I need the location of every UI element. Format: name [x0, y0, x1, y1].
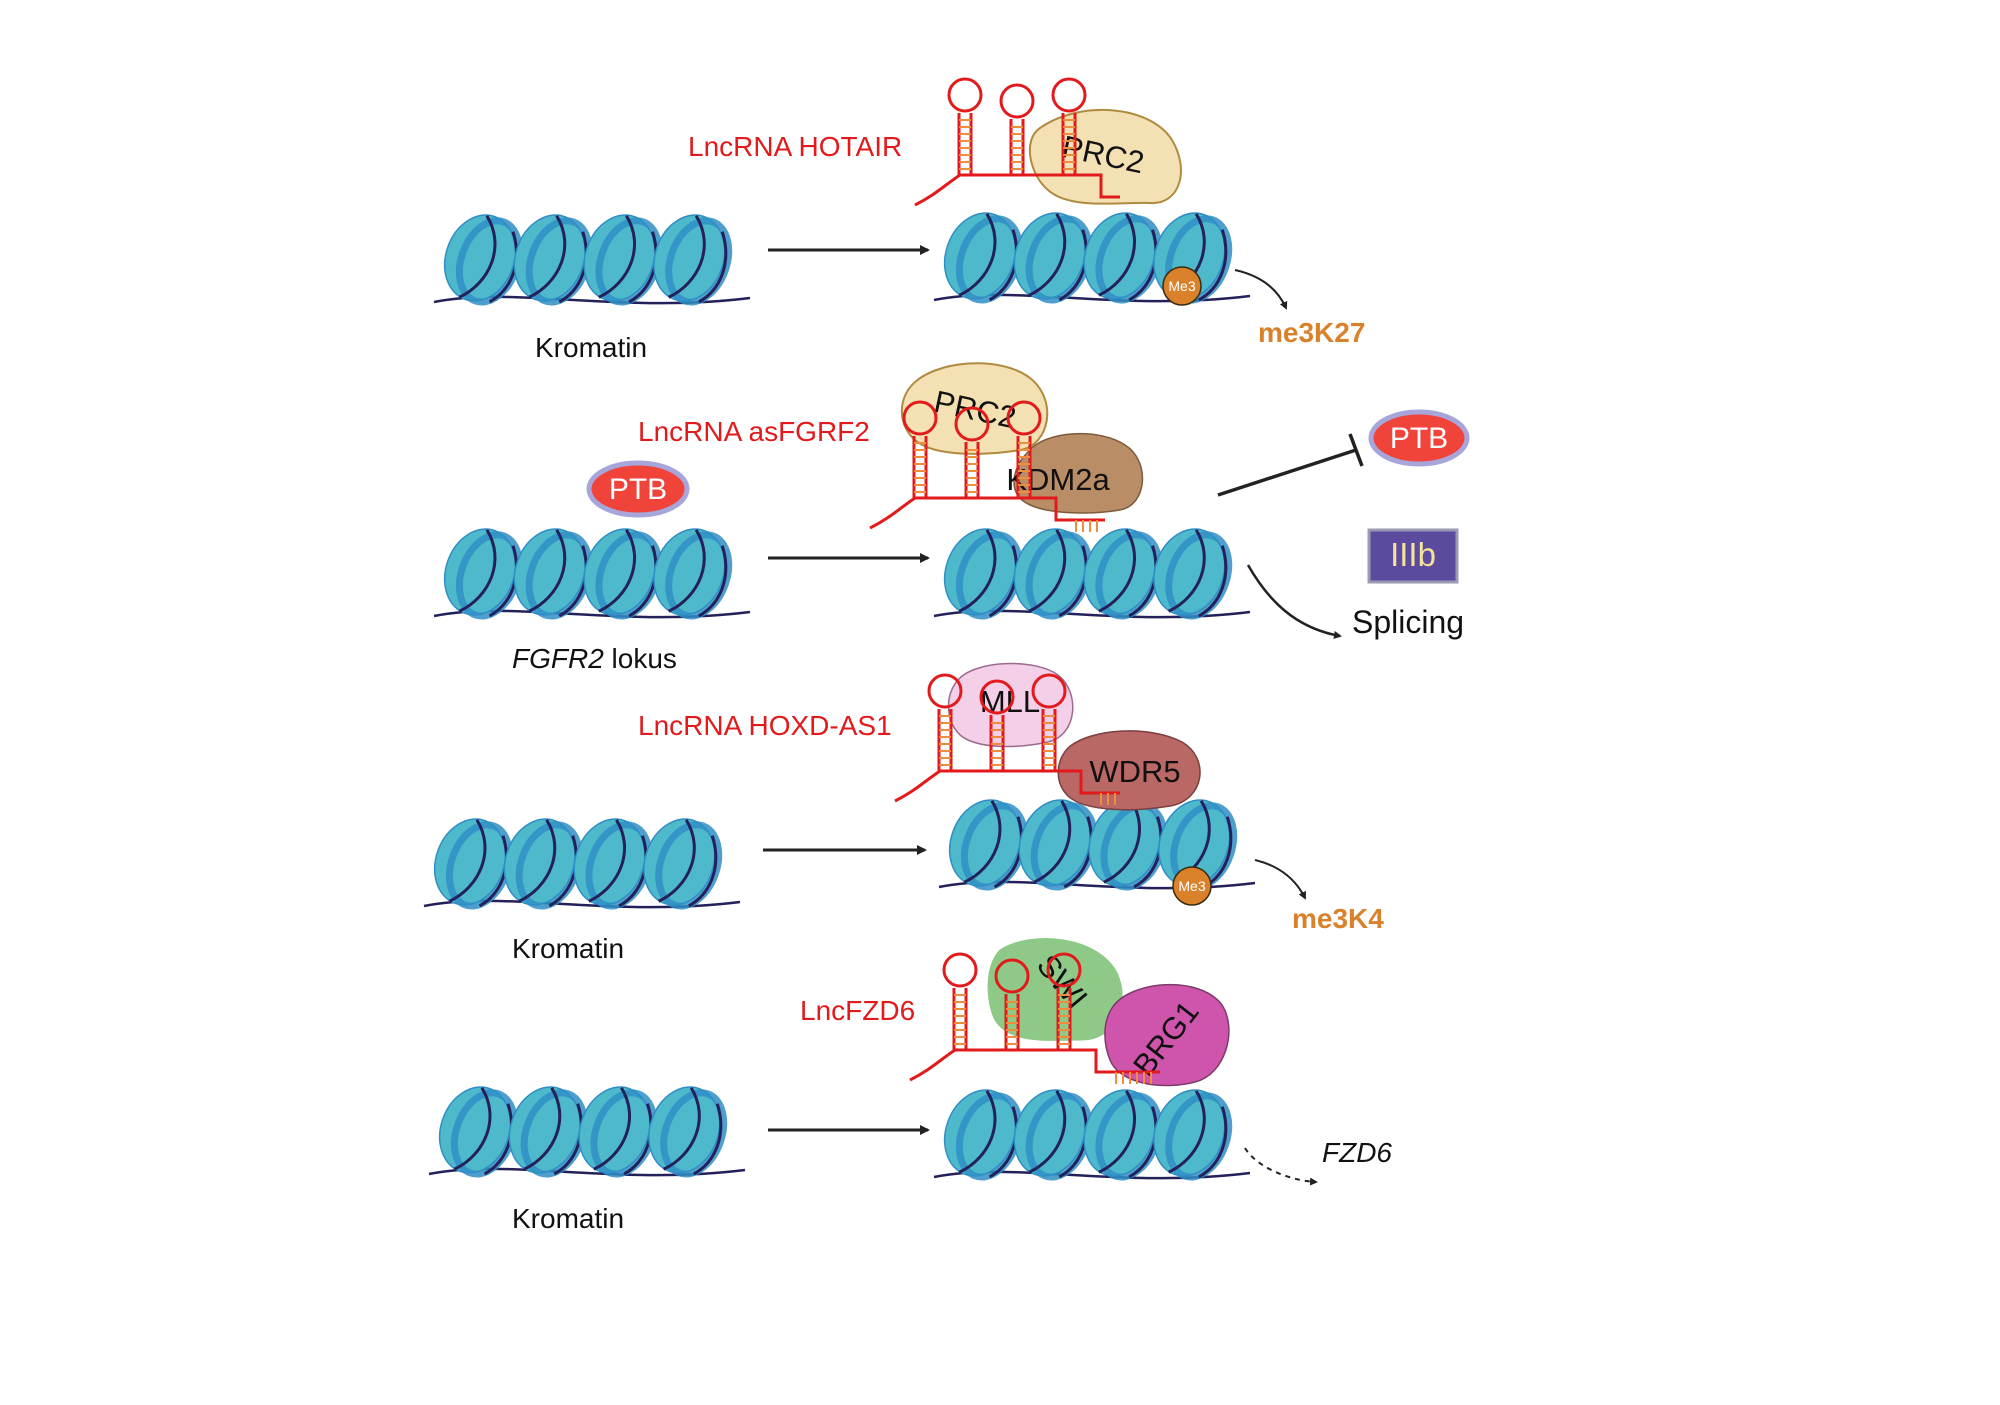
swi-protein: SWI [987, 938, 1123, 1041]
exon-iiib-box [1367, 528, 1459, 584]
nucleosome-icon [943, 528, 1023, 620]
lncrna-hoxd-as1-label: LncRNA HOXD-AS1 [638, 710, 892, 741]
chromatin-left-2 [433, 528, 751, 620]
ptb-right: PTB [1368, 409, 1470, 467]
chromatin-right-1 [933, 212, 1251, 304]
ptb-left-label: PTB [609, 473, 667, 506]
lncrna-hoxd-as1 [894, 673, 1120, 805]
outcome-me3k27: me3K27 [1258, 317, 1365, 348]
ptb-right-label: PTB [1390, 422, 1448, 455]
nucleosome-icon [443, 528, 523, 620]
inhibition-arrow [1217, 433, 1364, 497]
left-label-kromatin-4: Kromatin [512, 1203, 624, 1234]
lncrna-strand [909, 1048, 956, 1082]
panel-asfgrf2: PTB KDM2a PRC2 LncRNA asFGRF2 PTB IIIb [433, 362, 1470, 674]
lncrna-fzd6 [909, 952, 1160, 1084]
ptb-right-icon [1368, 409, 1470, 467]
outcome-fzd6: FZD6 [1322, 1137, 1392, 1168]
chromatin-left-3 [423, 818, 741, 910]
chromatin-right-2 [933, 528, 1251, 620]
nucleosome-icon [438, 1086, 518, 1178]
nucleosome-icon [643, 818, 723, 910]
outcome-arrow-4 [1244, 1147, 1318, 1186]
lncrna-tail [955, 1048, 1160, 1074]
chromatin-right-3 [938, 799, 1256, 891]
methyl-mark-icon [1172, 866, 1212, 906]
lncrna-hairpin-icon [902, 400, 938, 498]
lncrna-hairpin-icon [947, 77, 983, 175]
lncrna-tail [960, 173, 1120, 199]
lncrna-fzd6-label: LncFZD6 [800, 995, 915, 1026]
nucleosome-icon [1158, 799, 1238, 891]
fgfr2-rest: lokus [604, 643, 677, 674]
lncrna-hairpin-icon [1046, 952, 1082, 1050]
wdr5-protein: WDR5 [1057, 730, 1201, 811]
nucleosome-icon [653, 528, 733, 620]
chromatin-right-4 [933, 1089, 1251, 1181]
methyl-mark-3: Me3 [1172, 866, 1212, 906]
outcome-splicing: Splicing [1352, 604, 1464, 640]
lncrna-hairpin-icon [942, 952, 978, 1050]
protein-blob-icon [1104, 984, 1230, 1087]
left-label-kromatin-3: Kromatin [512, 933, 624, 964]
methyl-mark-1: Me3 [1162, 266, 1202, 306]
wdr5-label: WDR5 [1089, 754, 1180, 789]
chromatin-left-1 [433, 214, 751, 306]
lncrna-hairpin-icon [927, 673, 963, 771]
nucleosome-icon [1153, 1089, 1233, 1181]
brg1-protein: BRG1 [1104, 984, 1230, 1087]
lncrna-hotair-label: LncRNA HOTAIR [688, 131, 902, 162]
ptb-left-icon [586, 460, 690, 518]
nucleosome-icon [653, 214, 733, 306]
left-label-kromatin-1: Kromatin [535, 332, 647, 363]
panel-hotair: PRC2 LncRNA HOTAIR Me3 me3K27 Kromatin [433, 77, 1365, 363]
methyl-mark-text: Me3 [1168, 278, 1195, 294]
lncrna-strand [914, 173, 961, 207]
lncrna-hairpin-icon [954, 406, 990, 498]
inhibition-bar [1348, 433, 1364, 467]
fgfr2-italic: FGFR2 [512, 643, 604, 674]
lncrna-hairpin-icon [1051, 77, 1087, 175]
nucleosome-icon [648, 1086, 728, 1178]
ptb-left: PTB [586, 460, 690, 518]
outcome-me3k4: me3K4 [1292, 903, 1384, 934]
prc2-protein: PRC2 [1029, 109, 1182, 205]
lncrna-hairpin-icon [979, 679, 1015, 771]
outcome-arrow-3 [1254, 859, 1306, 900]
lncrna-asfgrf2 [869, 400, 1105, 532]
protein-blob-icon [1057, 730, 1201, 811]
lncrna-hairpin-icon [1006, 400, 1042, 498]
inhibition-arrow-icon [1217, 448, 1357, 497]
nucleosome-icon [1083, 212, 1163, 304]
methyl-mark-icon [1162, 266, 1202, 306]
nucleosome-icon [1153, 528, 1233, 620]
nucleosome-icon [583, 214, 663, 306]
lncrna-strand [869, 496, 916, 530]
methyl-mark-text-3: Me3 [1178, 878, 1205, 894]
nucleosome-icon [1018, 799, 1098, 891]
panel-fzd6: SWI BRG1 LncFZD6 FZD6 Kromatin [428, 938, 1392, 1234]
lncrna-hairpin-icon [999, 83, 1035, 175]
outcome-arrow-2 [1246, 564, 1342, 639]
exon-iiib-label: IIIb [1390, 536, 1436, 573]
nucleosome-icon [513, 214, 593, 306]
lncrna-strand [894, 769, 941, 803]
nucleosome-icon [508, 1086, 588, 1178]
lncrna-asfgrf2-label: LncRNA asFGRF2 [638, 416, 870, 447]
chromatin-left-4 [428, 1086, 746, 1178]
exon-iiib: IIIb [1367, 528, 1459, 584]
left-label-fgfr2: FGFR2 lokus [512, 643, 677, 674]
lncrna-tail [915, 496, 1105, 522]
outcome-arrow-1 [1234, 269, 1288, 310]
lncrna-hairpin-icon [994, 958, 1030, 1050]
panel-hoxd-as1: WDR5 MLL LncRNA HOXD-AS1 Me3 me3K4 Kroma… [423, 662, 1384, 964]
lncrna-hairpin-icon [1031, 673, 1067, 771]
lncrna-hotair [914, 77, 1120, 207]
